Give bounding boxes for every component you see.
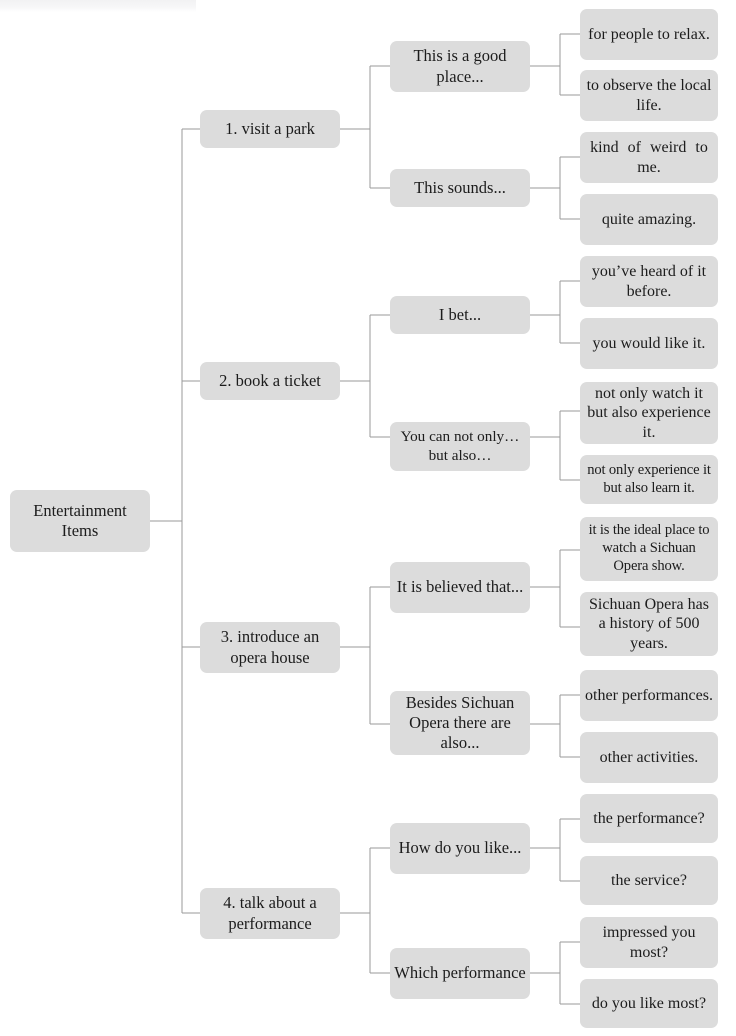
leaf-4-2-2-label: do you like most? <box>591 994 707 1012</box>
subnode-4-1[interactable]: How do you like... <box>390 823 530 874</box>
leaf-4-1-2-label: the service? <box>611 871 687 889</box>
subnode-2-2-label: You can not only… but also… <box>400 427 520 464</box>
leaf-4-1-1[interactable]: the performance? <box>580 794 718 843</box>
subnode-1-1[interactable]: This is a good place... <box>390 41 530 92</box>
subnode-1-2[interactable]: This sounds... <box>390 169 530 207</box>
leaf-2-2-2-label: not only experience it but also learn it… <box>587 461 711 496</box>
leaf-4-1-2[interactable]: the service? <box>580 856 718 905</box>
subnode-3-2[interactable]: Besides Sichuan Opera there are also... <box>390 691 530 755</box>
top-edge-artifact <box>0 0 196 12</box>
branch-node-1[interactable]: 1. visit a park <box>200 110 340 148</box>
leaf-3-2-2-label: other activities. <box>599 748 699 766</box>
subnode-1-1-label: This is a good place... <box>413 46 507 86</box>
leaf-2-1-2-label: you would like it. <box>592 334 706 352</box>
subnode-3-1[interactable]: It is believed that... <box>390 562 530 613</box>
leaf-3-1-1-label: it is the ideal place to watch a Sichuan… <box>588 522 710 574</box>
leaf-2-2-1-label: not only watch it but also experience it… <box>587 384 711 441</box>
subnode-3-2-label: Besides Sichuan Opera there are also... <box>405 692 515 753</box>
root-node[interactable]: Entertainment Items <box>10 490 150 552</box>
branch-node-4-label: 4. talk about a performance <box>223 893 317 933</box>
leaf-1-2-2[interactable]: quite amazing. <box>580 194 718 245</box>
branch-node-3-label: 3. introduce an opera house <box>220 627 320 667</box>
branch-node-1-label: 1. visit a park <box>225 118 315 138</box>
leaf-2-2-1[interactable]: not only watch it but also experience it… <box>580 382 718 444</box>
leaf-3-1-2[interactable]: Sichuan Opera has a history of 500 years… <box>580 592 718 656</box>
subnode-4-2[interactable]: Which performance <box>390 948 530 999</box>
subnode-2-2[interactable]: You can not only… but also… <box>390 422 530 471</box>
subnode-3-1-label: It is believed that... <box>396 577 524 597</box>
leaf-1-1-1-label: for people to relax. <box>588 25 710 43</box>
leaf-1-1-2[interactable]: to observe the local life. <box>580 70 718 121</box>
subnode-1-2-label: This sounds... <box>414 177 506 197</box>
leaf-4-2-2[interactable]: do you like most? <box>580 979 718 1028</box>
leaf-2-1-1[interactable]: you’ve heard of it before. <box>580 256 718 307</box>
subnode-4-2-label: Which performance <box>394 963 526 983</box>
leaf-3-1-2-label: Sichuan Opera has a history of 500 years… <box>589 595 709 652</box>
leaf-1-1-1[interactable]: for people to relax. <box>580 9 718 60</box>
branch-node-2[interactable]: 2. book a ticket <box>200 362 340 400</box>
subnode-2-1[interactable]: I bet... <box>390 296 530 334</box>
branch-node-2-label: 2. book a ticket <box>219 370 321 390</box>
leaf-2-2-2[interactable]: not only experience it but also learn it… <box>580 455 718 504</box>
leaf-3-2-1[interactable]: other performances. <box>580 670 718 721</box>
branch-node-4[interactable]: 4. talk about a performance <box>200 888 340 939</box>
leaf-1-1-2-label: to observe the local life. <box>586 76 712 114</box>
leaf-1-2-1-label: kind of weird to me. <box>590 138 708 176</box>
leaf-4-2-1-label: impressed you most? <box>602 923 696 961</box>
subnode-4-1-label: How do you like... <box>398 838 522 858</box>
leaf-3-2-2[interactable]: other activities. <box>580 732 718 783</box>
subnode-2-1-label: I bet... <box>438 304 482 324</box>
leaf-3-1-1[interactable]: it is the ideal place to watch a Sichuan… <box>580 517 718 581</box>
leaf-1-2-2-label: quite amazing. <box>601 210 697 228</box>
branch-node-3[interactable]: 3. introduce an opera house <box>200 622 340 673</box>
leaf-2-1-2[interactable]: you would like it. <box>580 318 718 369</box>
leaf-4-2-1[interactable]: impressed you most? <box>580 917 718 968</box>
leaf-4-1-1-label: the performance? <box>593 809 705 827</box>
leaf-2-1-1-label: you’ve heard of it before. <box>591 262 707 300</box>
leaf-1-2-1[interactable]: kind of weird to me. <box>580 132 718 183</box>
leaf-3-2-1-label: other performances. <box>585 686 713 704</box>
root-node-label: Entertainment Items <box>33 500 127 540</box>
